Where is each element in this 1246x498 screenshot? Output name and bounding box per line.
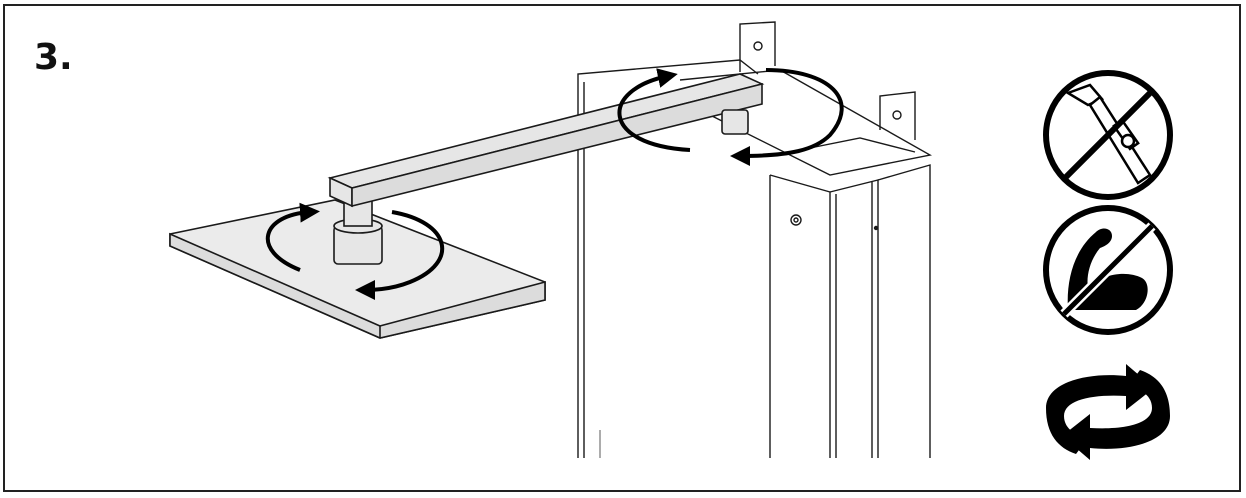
wall-rotation-arrows xyxy=(617,68,844,166)
shower-arm xyxy=(327,73,765,208)
shower-head-plate xyxy=(169,199,546,339)
rotate-by-hand-icon xyxy=(1046,364,1170,460)
no-wrench-icon xyxy=(1043,70,1173,200)
no-force-icon xyxy=(1043,205,1173,335)
wall-panel xyxy=(577,21,932,458)
head-rotation-arrows xyxy=(265,202,445,300)
step-number: 3. xyxy=(34,37,73,78)
head-swivel-joint xyxy=(333,199,383,265)
